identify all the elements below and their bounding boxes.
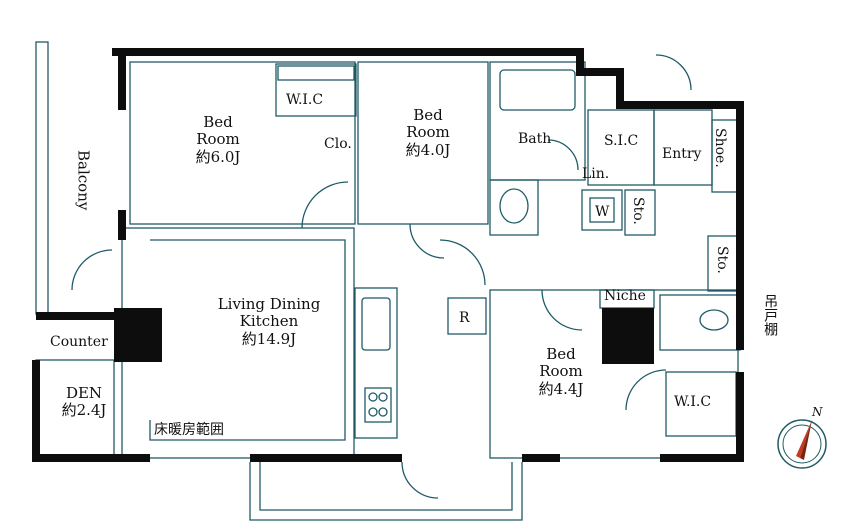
niche-label: Niche bbox=[604, 288, 646, 304]
closet-label: Clo. bbox=[324, 136, 352, 152]
wic-2-label: W.I.C bbox=[674, 394, 712, 410]
balcony-label: Balcony bbox=[74, 150, 93, 211]
linen-label: Lin. bbox=[582, 166, 610, 182]
entry-label: Entry bbox=[662, 146, 702, 162]
floor-heating-label: 床暖房範囲 bbox=[154, 422, 224, 438]
shoe-label: Shoe. bbox=[712, 128, 729, 168]
bath-label: Bath bbox=[518, 131, 552, 147]
balcony-rail-left bbox=[35, 41, 49, 315]
storage-2-label: Sto. bbox=[714, 246, 731, 274]
counter-label: Counter bbox=[50, 334, 108, 350]
wic-1-label: W.I.C bbox=[286, 92, 324, 108]
counter-column bbox=[114, 308, 162, 362]
storage-1-label: Sto. bbox=[630, 197, 647, 225]
balcony-rail-bottom bbox=[249, 462, 523, 521]
sic-label: S.I.C bbox=[604, 133, 639, 149]
hanging-shelf-label: 吊戸棚 bbox=[762, 294, 779, 336]
washer-label: W bbox=[595, 204, 610, 220]
north-compass-icon bbox=[777, 419, 827, 469]
refrigerator-label: R bbox=[459, 310, 470, 326]
niche-column bbox=[602, 308, 654, 364]
north-label: N bbox=[812, 405, 823, 419]
